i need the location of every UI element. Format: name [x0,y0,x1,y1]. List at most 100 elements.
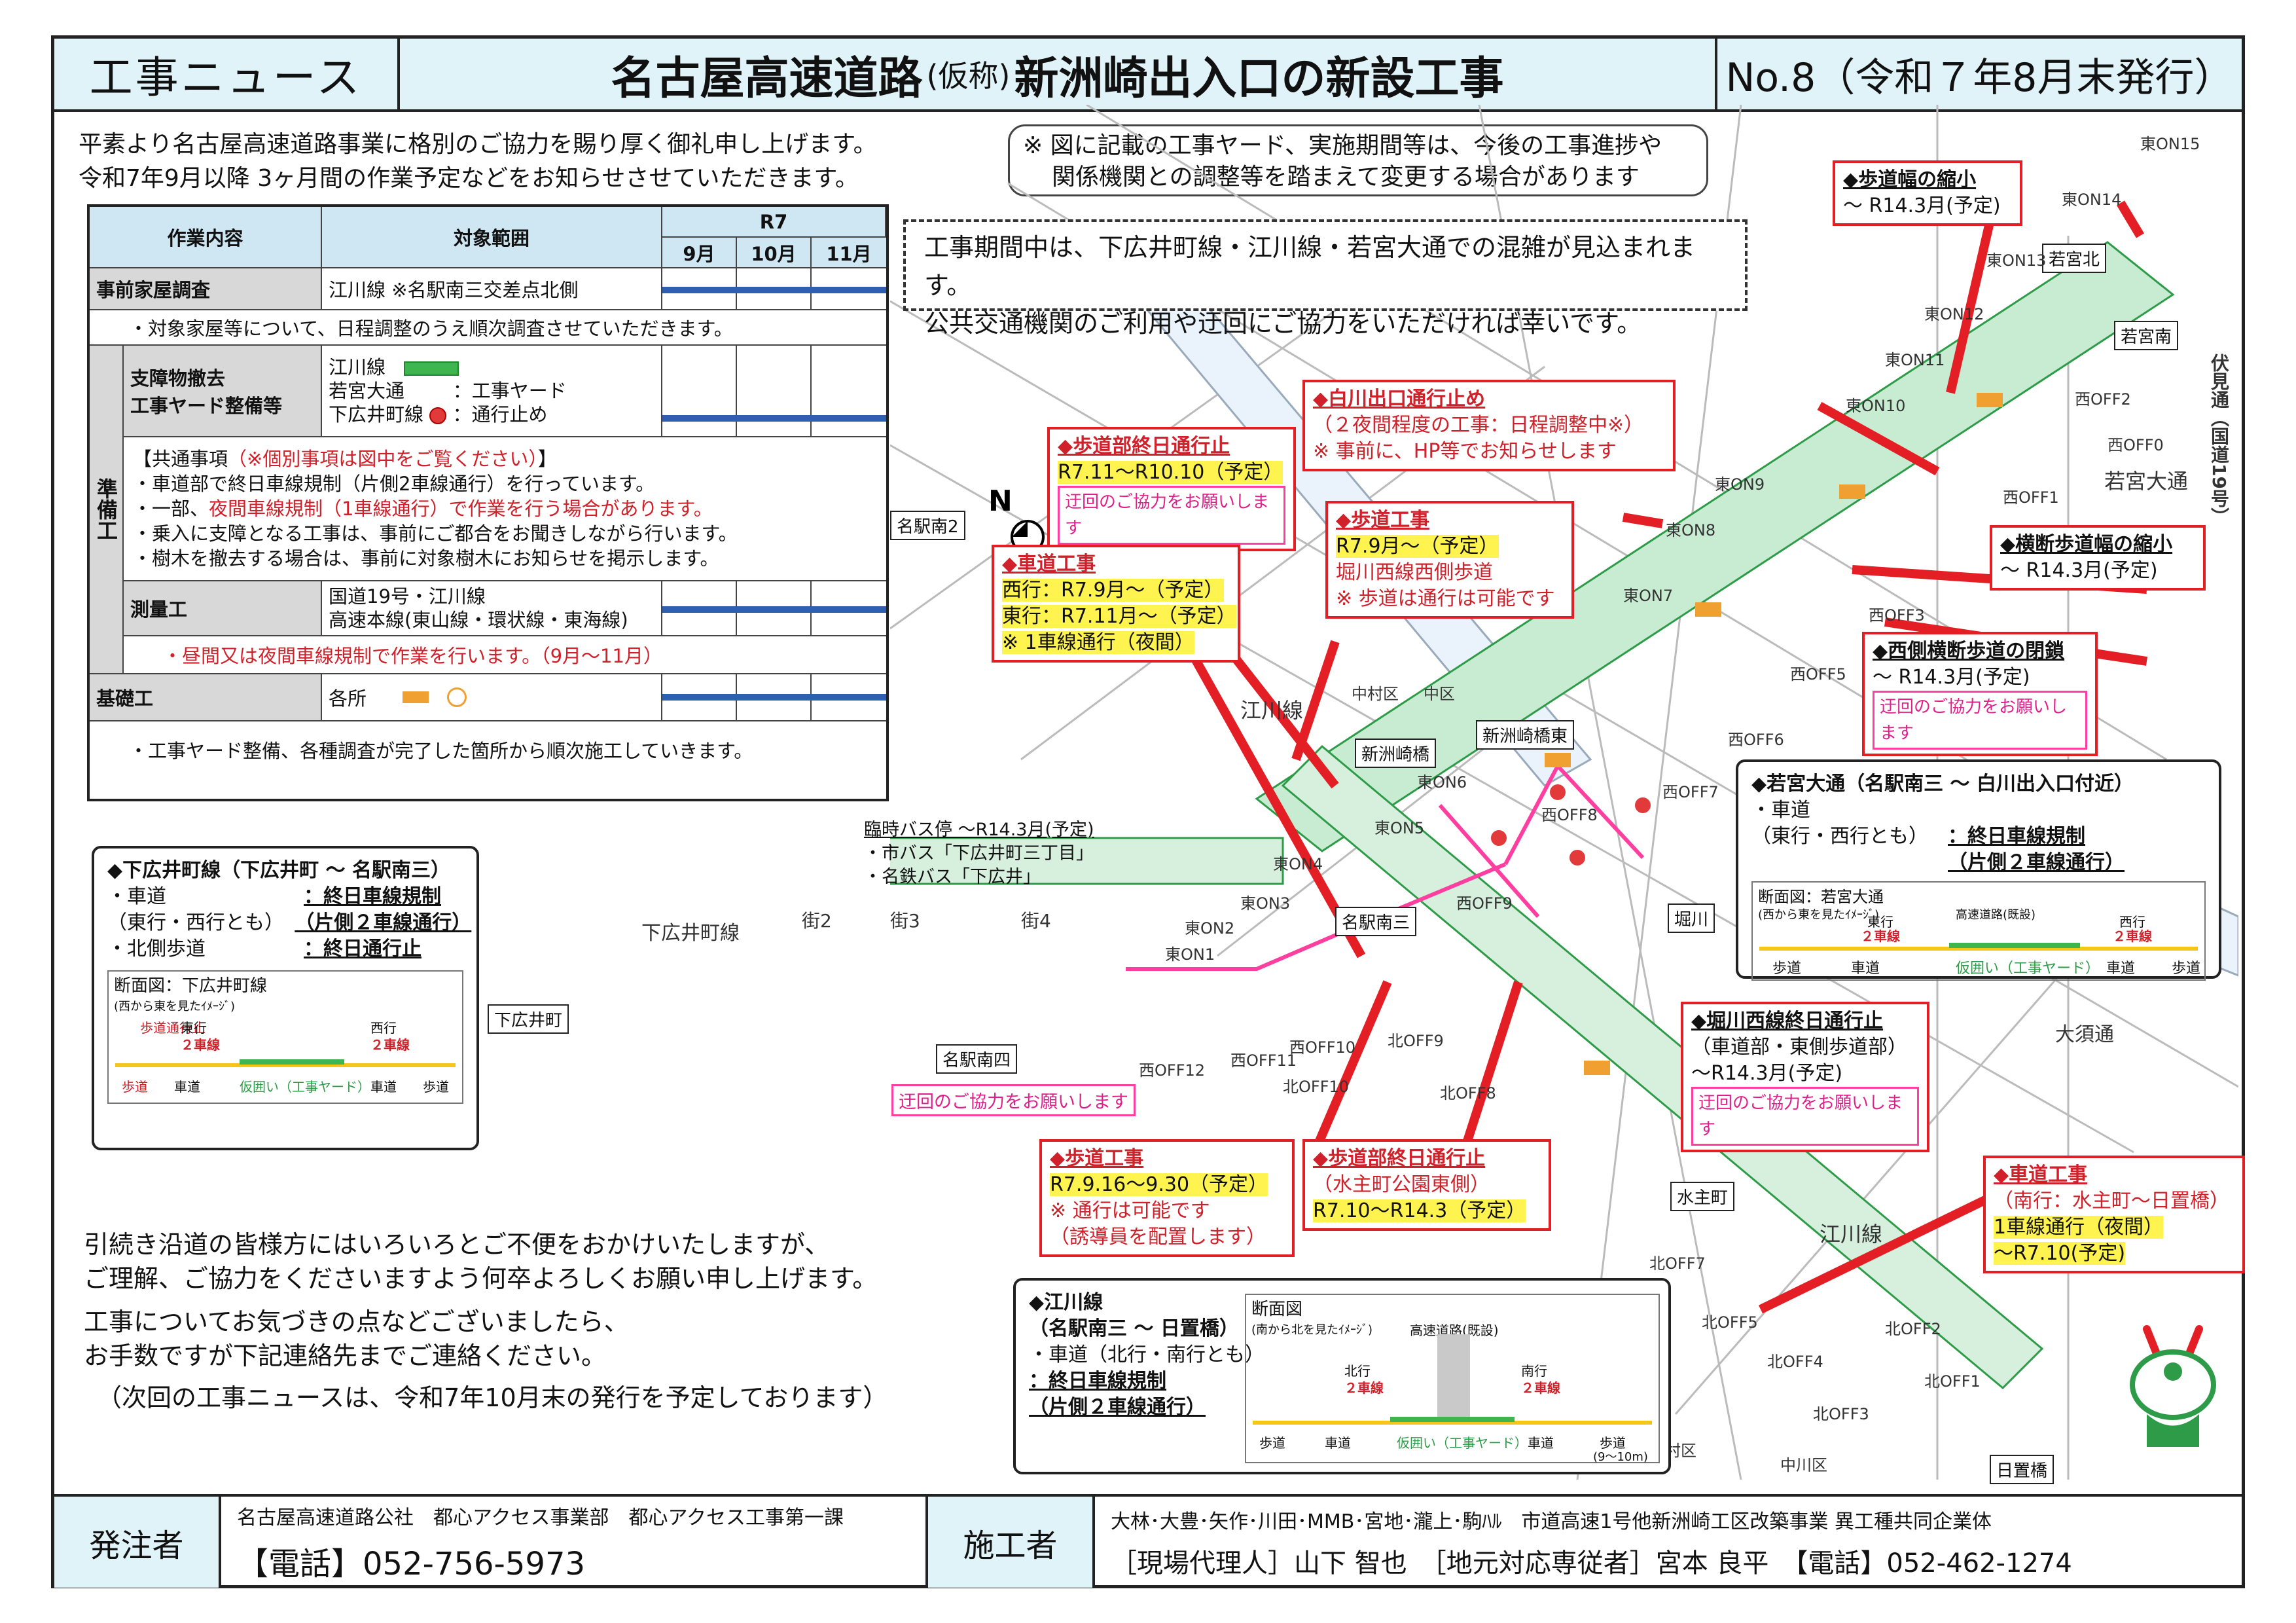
yard-legend-swatch [403,361,459,376]
common-head-a: 【共通事項 [133,448,228,470]
label-shimohiroi-line: 下広井町線 [641,922,740,945]
closing-l4: お手数ですが下記連絡先までご連絡ください。 [84,1341,607,1370]
closed-legend-icon [429,407,447,424]
removal-m11 [812,346,886,437]
section-pier [1437,1334,1470,1421]
panel-title: ◆江川線 [1029,1291,1103,1314]
section-lanes-west: ２車線 [370,1037,410,1053]
foundation-name: 基礎工 [90,674,322,721]
label-meieki4: 名駅南四 [936,1044,1018,1074]
common-b3: ・乗入に支障となる工事は、事前にご都合をお聞きしながら行います。 [133,522,738,545]
common-b2a: ・一部、 [133,498,209,520]
title-kari: (仮称) [926,58,1011,94]
north-arrow-needle [1012,521,1028,537]
issue-number: No.8（令和７年8月末発行） [1725,54,2234,101]
callout-title: ◆横断歩道幅の縮小 [2000,533,2173,556]
callout-title: ◆歩道部終日通行止 [1313,1147,1486,1170]
pier-label: 北OFF10 [1283,1078,1350,1096]
callout-line: （誘導員を配置します） [1050,1226,1266,1249]
panel-walk-reg: ：終日通行止 [304,938,422,960]
callout-date: 東行：R7.11月～（予定） [1002,605,1236,628]
pier-label: 東ON12 [1924,305,1984,323]
section-sub: (南から北を見たｲﾒｰｼﾞ) [1251,1323,1373,1337]
section-sidewalk-l: 歩道 [122,1079,148,1095]
schedule-table: 作業内容 対象範囲 R7 9月 10月 11月 事前家屋調査 江川線 ※名駅南三… [87,204,889,801]
section-sidewalk-l: 歩道 [1772,960,1802,977]
section-carriage-r: 車道 [370,1079,397,1095]
pier-label: 西OFF12 [1139,1061,1206,1080]
bus-city: ・市バス「下広井町三丁目」 [864,843,1094,864]
callout-date: 西行：R7.9月～（予定） [1002,579,1224,602]
section-sidewalk-r: 歩道 [2172,960,2201,977]
pier-label: 西OFF5 [1790,665,1846,684]
foundation-range-text: 各所 [329,687,367,710]
pier-label: 西OFF6 [1728,731,1784,749]
pier-label: 北OFF7 [1649,1254,1706,1273]
panel-road: ・車道 [1751,799,1810,822]
shimohiroi-yard [890,837,1284,885]
section-east: 東行 [181,1020,207,1036]
section-ground [1759,947,2198,951]
label-shinsuzaki-east: 新洲崎橋東 [1476,720,1575,750]
callout-body: ～ R14.3月(予定) [1843,194,2001,217]
label-wakamiya-street: 若宮大通 [2104,469,2189,494]
pier-label: 西OFF10 [1289,1038,1356,1057]
title-pre: 名古屋高速道路 [611,52,923,105]
month-10: 10月 [737,238,812,268]
section-lanes-south: ２車線 [1521,1380,1560,1396]
callout-line: ※ 1車線通行（夜間） [1002,631,1194,654]
panel-dir: （東行・西行とも） [1751,825,1928,848]
title-post: 新洲崎出入口の新設工事 [1014,52,1504,105]
callout-date: R7.10～R14.3（予定） [1313,1199,1526,1222]
callout-sidewalk-work-2: ◆歩道工事 R7.9.16～9.30（予定） ※ 通行は可能です （誘導員を配置… [1039,1139,1295,1257]
callout-title: ◆車道工事 [1994,1163,2088,1186]
section-width: (9～10m) [1593,1450,1648,1464]
callout-date: R7.11～R10.10（予定） [1058,461,1283,484]
callout-date: R7.9月～（予定） [1336,535,1499,558]
year-header: R7 [662,207,886,238]
col-work-header: 作業内容 [90,207,322,268]
month-9: 9月 [662,238,737,268]
section-lanes-north: ２車線 [1344,1380,1384,1396]
section-highway: 高速道路(既設) [1956,908,2036,922]
pier-label: 東ON6 [1417,773,1467,792]
panel-title: ◆下広井町線（下広井町 ～ 名駅南三） [107,859,450,882]
removal-r3: 下広井町線 [329,403,424,426]
label-osu: 大須通 [2055,1023,2114,1046]
pier-label: 東ON2 [1185,919,1235,938]
measure-range: 国道19号・江川線 高速本線(東山線・環状線・東海線) [322,581,662,636]
temporary-bus-stop: 臨時バス停 ～R14.3月(予定) ・市バス「下広井町三丁目」 ・名鉄バス「下広… [864,818,1094,889]
callout-title: ◆堀川西線終日通行止 [1691,1010,1884,1032]
pier-label: 東ON13 [1986,251,2047,270]
section-title: 断面図：若宮大通 [1758,888,1884,906]
callout-line: ※ 事前に、HP等でお知らせします [1313,440,1617,463]
callout-line: ※ 通行は可能です [1050,1199,1210,1222]
section-median-label: 仮囲い（工事ヤード） [240,1079,370,1095]
foundation-bar [662,694,886,701]
callout-line: ※ 歩道は通行は可能です [1336,587,1555,610]
pier-label: 東ON4 [1273,855,1323,873]
section-median [240,1059,344,1065]
survey-range: 江川線 ※名駅南三交差点北側 [322,268,662,310]
callout-line: 堀川西線西側歩道 [1336,561,1493,584]
wakamiya-cross-section: 断面図：若宮大通 (西から東を見たｲﾒｰｼﾞ) 高速道路(既設) 東行 ２車線 … [1751,881,2206,981]
section-sidewalk-r: 歩道 [423,1079,449,1095]
panel-road: ・車道 [107,885,166,908]
callout-line: 1車線通行（夜間） [1994,1216,2164,1239]
label-gai2: 街2 [802,910,832,932]
survey-bar [662,287,886,293]
orderer-label: 発注者 [54,1497,221,1588]
page-title: 名古屋高速道路 (仮称) 新洲崎出入口の新設工事 [400,39,1717,109]
note-line2: 関係機関との調整等を踏まえて変更する場合があります [1052,164,1640,191]
pier-label: 東ON7 [1623,587,1674,605]
warning-line1: 工事期間中は、下広井町線・江川線・若宮大通での混雑が見込まれます。 [924,233,1696,300]
measure-r2: 高速本線(東山線・環状線・東海線) [329,609,628,631]
callout-sidewalk-narrow: ◆歩道幅の縮小 ～ R14.3月(予定) [1833,160,2022,226]
callout-title: ◆車道工事 [1002,553,1096,575]
removal-r2: 若宮大通 [329,380,405,402]
callout-road-work-2: ◆車道工事 （南行：水主町～日置橋） 1車線通行（夜間） ～R7.10(予定) [1983,1156,2245,1273]
panel-reg1: ：終日車線規制 [304,885,441,908]
survey-name: 事前家屋調査 [90,268,322,310]
label-meieki3: 名駅南三 [1335,907,1417,936]
pier-label: 東ON1 [1165,945,1215,964]
